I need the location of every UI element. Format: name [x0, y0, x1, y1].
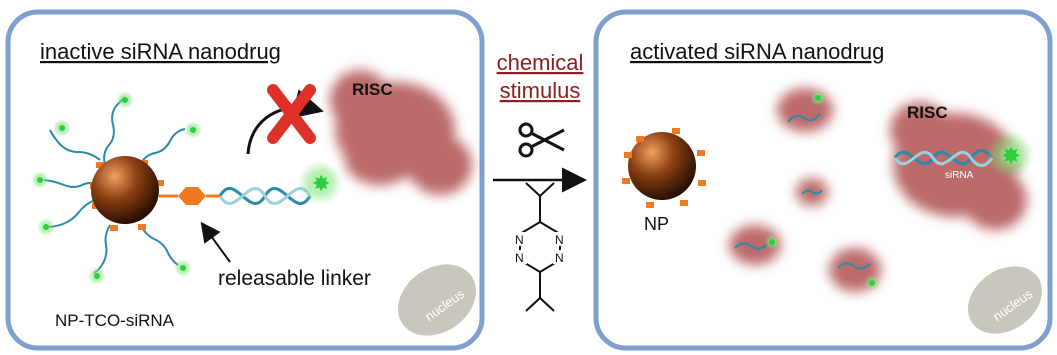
left-fluor-dots: [31, 91, 202, 285]
nucleus-left: [398, 264, 476, 336]
linker-left: [178, 187, 206, 205]
risc-right-label: RISC: [907, 103, 948, 122]
risc-right: [890, 102, 1027, 230]
risc-left: [330, 70, 472, 195]
small-risc-complexes: [729, 88, 881, 292]
scissors-icon: [518, 122, 565, 158]
stimulus-line2: stimulus: [500, 78, 581, 103]
tetrazine-nitrogens: N N N N: [513, 232, 567, 265]
linker-label: releasable linker: [218, 267, 371, 290]
right-title: activated siRNA nanodrug: [630, 39, 884, 64]
linker-pointer: [200, 221, 231, 263]
left-title: inactive siRNA nanodrug: [40, 39, 281, 64]
tetrazine-icon: [519, 182, 561, 312]
svg-text:N: N: [515, 251, 524, 265]
sirna-right: [893, 149, 994, 167]
blocked-arrow: [246, 89, 324, 155]
construct-label: NP-TCO-siRNA: [55, 311, 175, 330]
sirna-left: [218, 187, 312, 205]
nucleus-right: [967, 266, 1043, 334]
np-right: [628, 132, 696, 200]
right-linkers: [622, 128, 706, 208]
np-left: [91, 156, 159, 224]
svg-text:N: N: [555, 251, 564, 265]
blocked-x-icon: [267, 84, 316, 144]
right-panel: [593, 9, 1053, 351]
risc-left-label: RISC: [352, 80, 393, 99]
sirna-right-label: siRNA: [945, 170, 974, 181]
np-right-label: NP: [644, 214, 669, 234]
svg-text:✸: ✸: [312, 172, 330, 197]
svg-text:N: N: [555, 233, 564, 247]
svg-text:N: N: [515, 233, 524, 247]
svg-text:✸: ✸: [1001, 142, 1021, 170]
stimulus-line1: chemical: [497, 50, 584, 75]
